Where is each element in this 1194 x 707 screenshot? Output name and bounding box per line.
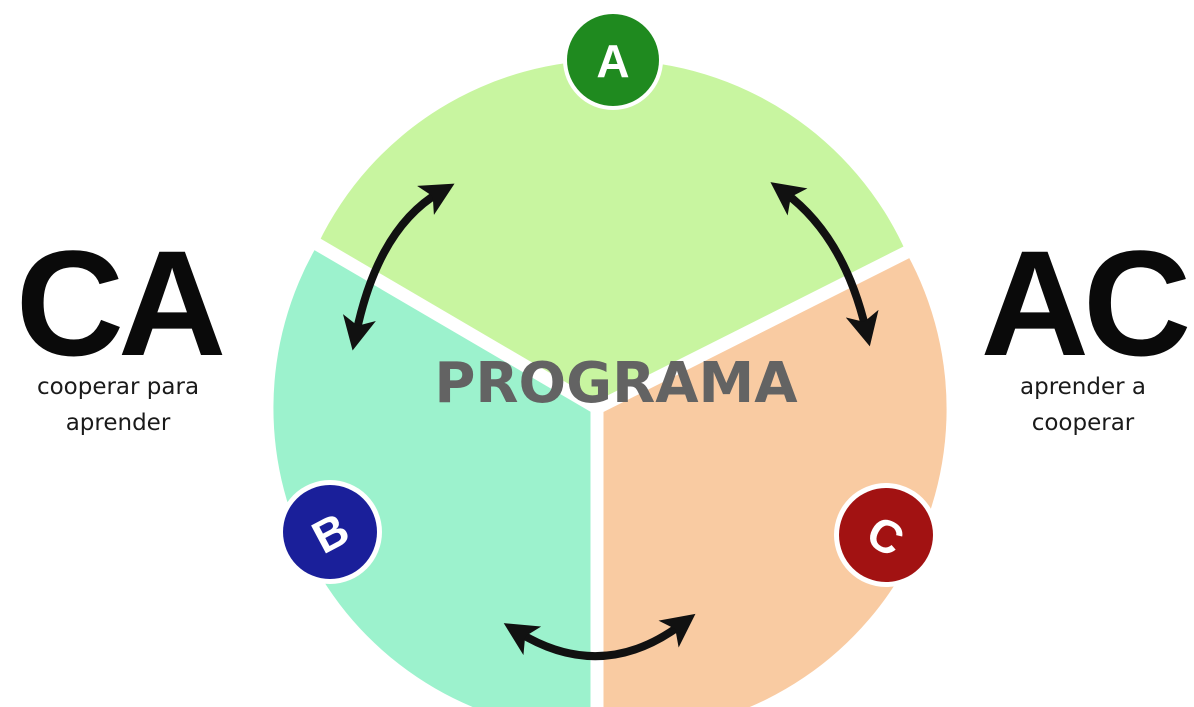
ac-caption-line1: aprender a [1020, 374, 1146, 400]
ca-acronym: CA [15, 219, 227, 387]
ac-acronym: AC [980, 219, 1192, 387]
arrow-b-c [503, 613, 696, 660]
arrow-a-c [770, 182, 879, 347]
badge-b: B [278, 480, 382, 584]
badge-c: C [834, 483, 938, 587]
ac-block: AC aprender a cooperar [972, 219, 1194, 440]
center-label: PROGRAMA [434, 351, 798, 416]
ca-caption-line2: aprender [65, 410, 171, 436]
badge-a-letter: A [596, 35, 629, 87]
badge-a: A [563, 10, 663, 110]
ac-caption-line2: cooperar [1031, 410, 1135, 436]
ca-block: CA cooperar para aprender [0, 219, 236, 440]
segment-b [273, 244, 597, 707]
arrow-a-b [342, 183, 455, 351]
ca-caption-line1: cooperar para [36, 374, 200, 400]
